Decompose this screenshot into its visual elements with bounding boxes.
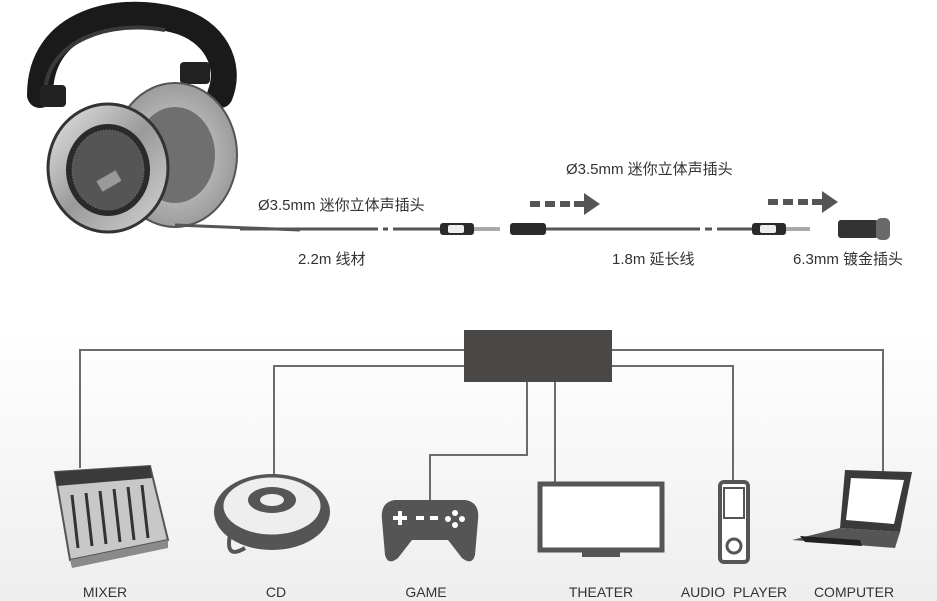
device-label-audio-player: AUDIO PLAYER xyxy=(680,584,788,600)
cd-player-icon xyxy=(214,474,330,554)
device-label-cd: CD xyxy=(265,584,287,600)
mixer-icon xyxy=(53,464,170,568)
tv-icon xyxy=(537,481,665,557)
device-label-theater: THEATER xyxy=(568,584,634,600)
device-label-computer: COMPUTER xyxy=(813,584,895,600)
connection-lines xyxy=(79,349,884,500)
headphones-image xyxy=(27,1,238,234)
arrow-icon xyxy=(768,191,838,213)
hub-box xyxy=(464,330,612,382)
device-label-mixer: MIXER xyxy=(82,584,128,600)
plug-label-left: Ø3.5mm 迷你立体声插头 xyxy=(258,197,425,214)
audio-player-icon xyxy=(718,480,750,564)
gamepad-icon xyxy=(381,500,479,562)
device-label-game: GAME xyxy=(405,584,447,600)
laptop-icon xyxy=(792,470,912,548)
cable-assembly xyxy=(174,218,890,240)
arrow-icon xyxy=(530,193,600,215)
adapter-label: 6.3mm 镀金插头 xyxy=(793,251,904,268)
extension-length-label: 1.8m 延长线 xyxy=(612,251,695,268)
plug-label-right: Ø3.5mm 迷你立体声插头 xyxy=(566,161,733,178)
cable-length-label: 2.2m 线材 xyxy=(298,251,366,268)
